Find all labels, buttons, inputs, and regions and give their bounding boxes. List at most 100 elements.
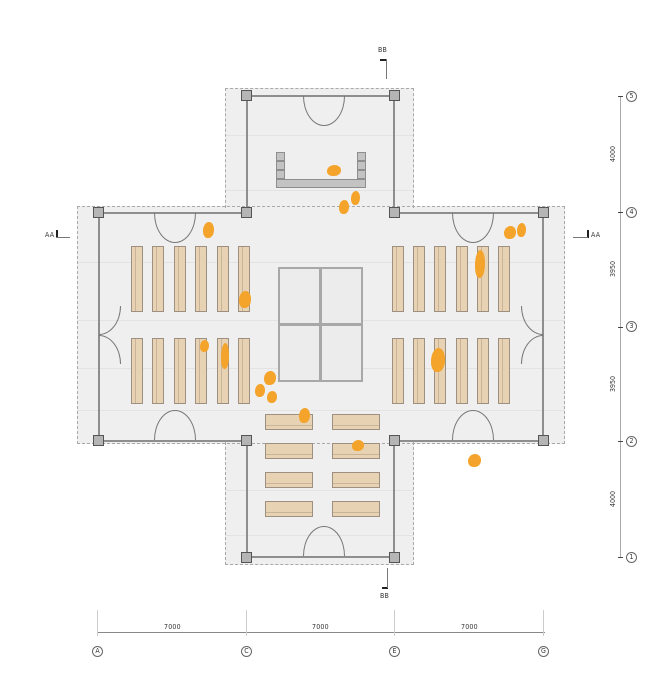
bench [332,414,380,430]
column [241,435,252,446]
bench [195,246,207,312]
bench [152,338,164,404]
column [241,90,252,101]
wall-south-west [246,440,248,557]
bench [456,246,468,312]
bench [477,338,489,404]
column [93,435,104,446]
person-figure [327,165,341,176]
dimension-tick [618,327,623,328]
section-marker-aa-left [56,230,58,238]
dimension-label: 7000 [461,623,478,631]
axis-bubble-1: 1 [626,552,637,563]
bench [152,246,164,312]
wall-north-west [246,95,248,212]
bench [332,501,380,517]
bench [131,338,143,404]
section-marker-bb-top [380,59,386,61]
bench [434,246,446,312]
column [93,207,104,218]
person-figure [468,454,481,467]
column [241,552,252,563]
person-figure [351,191,360,205]
axis-bubble-e: E [389,646,400,657]
bench [265,443,313,459]
horizontal-dimension-line [97,632,545,633]
axis-bubble-4: 4 [626,207,637,218]
dimension-tick [618,557,623,558]
column [538,207,549,218]
floor-grid-line [77,410,565,411]
roof-outline-north [225,88,414,208]
axis-bubble-a: A [92,646,103,657]
axis-bubble-c: C [241,646,252,657]
dimension-label: 4000 [609,145,618,163]
section-marker-bb-bottom [382,587,388,589]
axis-bubble-2: 2 [626,436,637,447]
column [241,207,252,218]
floor-grid-line [225,490,414,491]
person-figure [264,371,276,385]
column [538,435,549,446]
dimension-label: 3950 [609,375,618,393]
bench [174,246,186,312]
bench [413,246,425,312]
wall-south-east [393,440,395,557]
person-figure [339,200,349,214]
bench [392,338,404,404]
dimension-label: 4000 [609,490,618,508]
bench [498,246,510,312]
bench [265,501,313,517]
person-figure [517,223,526,237]
central-table-panel [320,324,363,382]
person-figure [255,384,265,397]
dimension-tick [618,212,623,213]
section-label-aa-left: AA [45,231,55,239]
axis-bubble-g: G [538,646,549,657]
central-table-panel [320,267,363,325]
dimension-extension [97,610,98,636]
person-figure [221,343,229,369]
wall-north-east [393,95,395,212]
person-figure [504,226,516,239]
person-figure [267,391,277,403]
dimension-label: 7000 [312,623,329,631]
roof-outline-central [77,206,565,444]
axis-bubble-3: 3 [626,321,637,332]
dimension-extension [394,610,395,636]
person-figure [475,250,485,278]
wall-east [542,212,544,440]
column [389,435,400,446]
dimension-extension [246,610,247,636]
section-marker-aa-left [56,237,70,238]
section-label-aa-right: AA [591,231,601,239]
section-marker-bb-bottom [387,568,388,588]
column [389,552,400,563]
bench [456,338,468,404]
bench [392,246,404,312]
person-figure [431,348,445,372]
section-label-bb-bottom: BB [380,592,390,600]
floor-grid-line [225,135,414,136]
column [389,207,400,218]
dimension-tick [618,441,623,442]
central-table-panel [278,267,321,325]
person-figure [200,340,209,352]
person-figure [352,440,364,451]
axis-bubble-5: 5 [626,91,637,102]
dimension-extension [543,610,544,636]
bench [174,338,186,404]
bench [217,246,229,312]
section-marker-aa-right [587,230,589,238]
bench [332,472,380,488]
section-label-bb-top: BB [378,46,388,54]
person-figure [239,291,251,308]
person-figure [203,222,214,238]
roof-outline-south [225,442,414,565]
person-figure [299,408,310,423]
floor-grid-line [77,262,565,263]
bench [498,338,510,404]
bench [195,338,207,404]
central-table-panel [278,324,321,382]
bench [265,472,313,488]
